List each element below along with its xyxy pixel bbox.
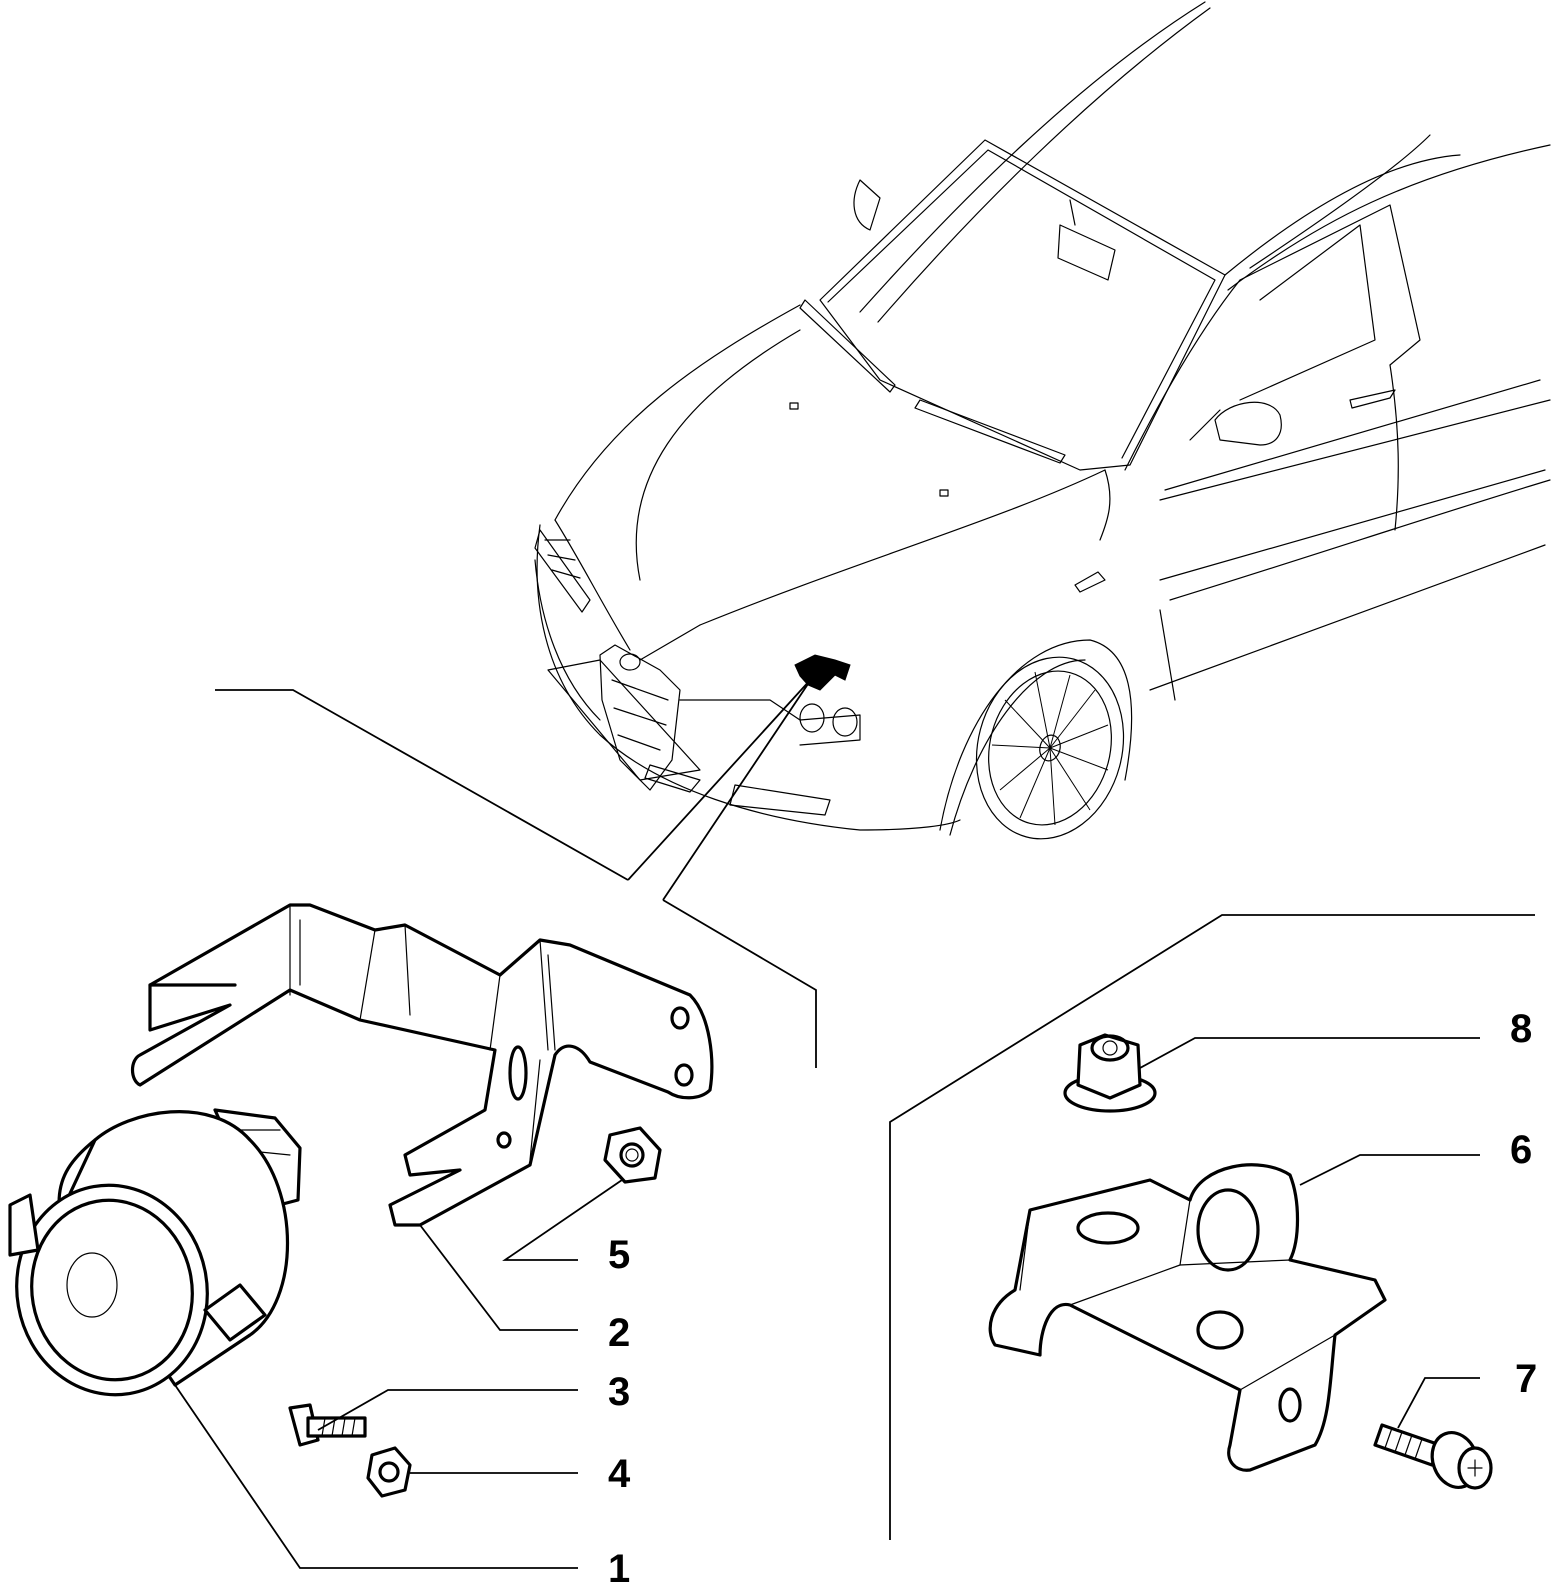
callout-7: 7 xyxy=(1515,1357,1537,1401)
part-1-horn xyxy=(8,1108,302,1397)
callout-5: 5 xyxy=(608,1233,630,1277)
callout-3: 3 xyxy=(608,1370,630,1414)
part-2-bracket xyxy=(130,903,714,1227)
leader-5 xyxy=(502,1179,623,1261)
reference-pointer xyxy=(627,677,813,901)
detail-frame xyxy=(215,689,1535,1540)
leader-8 xyxy=(1139,1037,1480,1069)
part-7-screw xyxy=(1373,1423,1493,1490)
callout-labels: 1 2 3 4 5 6 7 8 xyxy=(608,1007,1537,1585)
leader-3 xyxy=(317,1389,578,1431)
part-6-support-bracket xyxy=(988,1163,1387,1472)
part-4-nut xyxy=(366,1446,412,1498)
part-5-nut xyxy=(603,1126,662,1184)
callout-6: 6 xyxy=(1510,1128,1532,1172)
callout-8: 8 xyxy=(1510,1007,1532,1051)
leader-2 xyxy=(419,1224,578,1331)
callout-4: 4 xyxy=(608,1452,631,1496)
wheel-spokes xyxy=(991,671,1109,826)
callout-1: 1 xyxy=(608,1547,630,1585)
callout-2: 2 xyxy=(608,1311,630,1355)
leader-7 xyxy=(1397,1377,1480,1429)
leader-1 xyxy=(174,1384,578,1569)
leader-6 xyxy=(1299,1154,1480,1186)
horn-location-marker xyxy=(794,654,851,691)
leader-lines xyxy=(174,1037,1480,1569)
part-8-flange-nut xyxy=(1063,1033,1157,1113)
car-illustration xyxy=(534,1,1551,901)
